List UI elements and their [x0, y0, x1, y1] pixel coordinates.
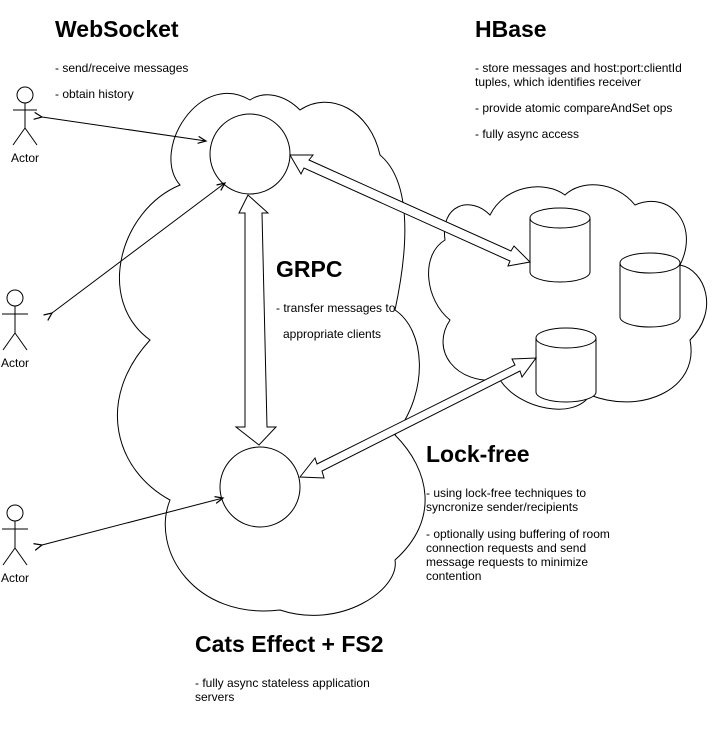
hbase-double-arrow-lower [299, 357, 538, 479]
cats-effect-server-node [219, 446, 301, 528]
hbase-double-arrow-upper [289, 154, 532, 267]
actor-1-icon [12, 86, 38, 146]
hbase-title: HBase [475, 16, 547, 42]
cats-effect-title: Cats Effect + FS2 [195, 631, 384, 657]
grpc-double-arrow [234, 194, 278, 446]
grpc-note-2: appropriate clients [283, 327, 382, 341]
actor-2-label: Actor [0, 356, 29, 370]
hbase-note-3: - fully async access [475, 127, 580, 141]
hbase-note-2: - provide atomic compareAndSet ops [475, 101, 673, 115]
actor-1-label: Actor [10, 151, 39, 165]
grpc-note-1: - transfer messages to [276, 301, 396, 315]
actor-3-icon [2, 504, 28, 566]
lockfree-note-2: - optionally using buffering of room con… [426, 527, 610, 583]
websocket-server-node [209, 113, 291, 195]
websocket-title: WebSocket [55, 16, 179, 42]
grpc-title: GRPC [276, 256, 343, 282]
websocket-note-1: - send/receive messages [55, 61, 189, 75]
hbase-note-1: - store messages and host:port:clientId … [475, 61, 682, 89]
actor-2-icon [2, 289, 28, 351]
hbase-cylinder-1 [529, 207, 591, 283]
arrow-actor3-cats [42, 498, 223, 545]
lockfree-title: Lock-free [426, 441, 530, 467]
hbase-cylinder-2 [619, 252, 681, 328]
arrow-actor1-websocket [42, 117, 206, 141]
hbase-cloud [428, 184, 708, 410]
cats-effect-note-1: - fully async stateless application serv… [195, 676, 370, 704]
actor-3-label: Actor [0, 571, 29, 585]
websocket-note-2: - obtain history [55, 87, 134, 101]
hbase-cylinder-3 [535, 327, 597, 403]
arrow-actor2-websocket [52, 183, 225, 313]
lockfree-note-1: - using lock-free techniques to syncroni… [426, 486, 587, 514]
